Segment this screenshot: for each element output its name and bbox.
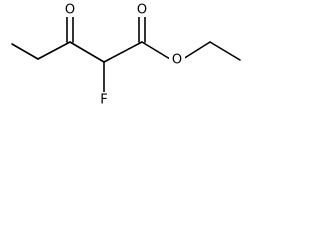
fluorine-label: F <box>100 93 107 108</box>
ester-carbonyl-oxygen-label: O <box>137 3 147 18</box>
atom-ketone-oxygen: O <box>63 3 77 18</box>
ketone-oxygen-label: O <box>65 3 75 18</box>
bond-ethyl-ch3-ch2 <box>11 43 39 60</box>
atom-fluorine: F <box>97 92 111 108</box>
bond-c3-c2 <box>69 41 105 63</box>
bond-ch2-ch3 <box>209 41 241 61</box>
atom-ester-carbonyl-oxygen: O <box>135 3 149 18</box>
structure-diagram: O O O F <box>11 3 241 108</box>
bond-ethyl-ch2-c3 <box>37 41 71 60</box>
atom-ester-oxygen: O <box>169 52 185 68</box>
bond-c1-o <box>141 41 171 60</box>
bond-o-ch2 <box>182 41 211 60</box>
bond-c2-c1 <box>103 41 143 63</box>
ester-oxygen-label: O <box>172 53 182 68</box>
